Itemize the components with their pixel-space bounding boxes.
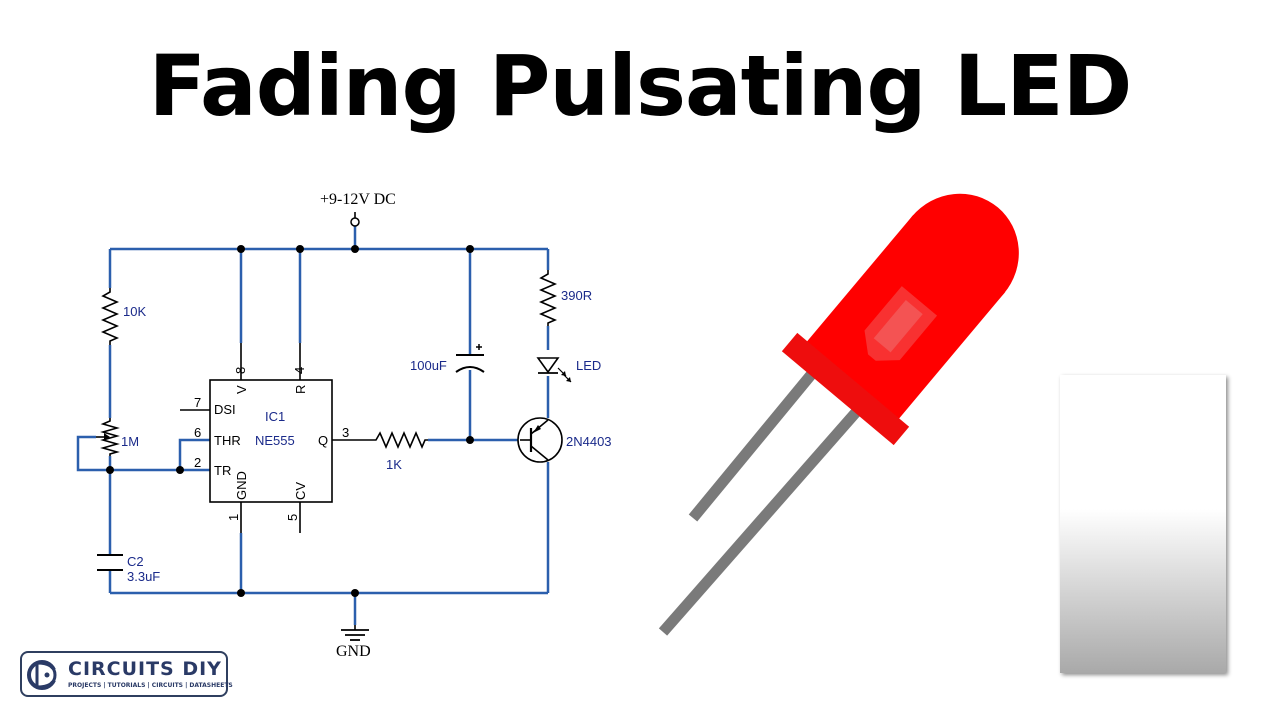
ic-part: NE555 <box>255 433 295 448</box>
pin-8-name: V <box>234 385 249 394</box>
led-flange <box>781 332 910 446</box>
ground-symbol <box>341 625 369 641</box>
capacitor-c2-value: 3.3uF <box>127 569 160 584</box>
logo: CIRCUITS DIY PROJECTS | TUTORIALS | CIRC… <box>20 651 233 697</box>
pin-6-number: 6 <box>194 425 201 440</box>
junction-dots <box>106 245 474 597</box>
logo-name: CIRCUITS DIY <box>68 658 222 680</box>
capacitor-c2-ref: C2 <box>127 554 144 569</box>
resistor-10k-label: 10K <box>123 304 146 319</box>
transistor-2n4403 <box>517 417 563 463</box>
capacitor-100uf <box>455 344 485 373</box>
transistor-label: 2N4403 <box>566 434 612 449</box>
pin-5-name: CV <box>293 482 308 500</box>
led-lead-short <box>688 366 820 522</box>
logo-mark-icon <box>27 660 59 690</box>
pin-3-name: Q <box>318 433 328 448</box>
side-panel <box>1060 375 1226 673</box>
pin-1-name: GND <box>234 471 249 500</box>
pin-6-name: THR <box>214 433 241 448</box>
capacitor-100uf-label: 100uF <box>410 358 447 373</box>
pin-4-number: 4 <box>292 367 307 374</box>
pin-5-number: 5 <box>285 514 300 521</box>
ic-ne555 <box>180 343 370 533</box>
pin-8-number: 8 <box>233 367 248 374</box>
resistor-1k-label: 1K <box>386 457 402 472</box>
wires <box>76 226 550 625</box>
pin-4-name: R <box>293 385 308 394</box>
logo-tagline: PROJECTS | TUTORIALS | CIRCUITS | DATASH… <box>68 682 233 689</box>
pin-7-number: 7 <box>194 395 201 410</box>
resistor-390r <box>538 270 558 326</box>
potentiometer-1m-label: 1M <box>121 434 139 449</box>
led-lead-long <box>658 398 870 636</box>
page-title: Fading Pulsating LED <box>148 37 1133 135</box>
resistor-1k <box>370 430 428 450</box>
supply-terminal <box>350 212 360 227</box>
led-illustration <box>658 193 1019 636</box>
resistor-390r-label: 390R <box>561 288 592 303</box>
pin-3-number: 3 <box>342 425 349 440</box>
pin-7-name: DSI <box>214 402 236 417</box>
ic-ref: IC1 <box>265 409 285 424</box>
led-symbol-label: LED <box>576 358 601 373</box>
led-symbol <box>536 357 572 383</box>
pin-2-number: 2 <box>194 455 201 470</box>
pin-1-number: 1 <box>226 514 241 521</box>
supply-label: +9-12V DC <box>320 191 396 208</box>
resistor-10k <box>100 288 120 345</box>
pin-2-name: TR <box>214 463 231 478</box>
potentiometer-1m <box>96 418 120 456</box>
ground-label: GND <box>336 643 371 660</box>
capacitor-c2 <box>97 554 123 571</box>
